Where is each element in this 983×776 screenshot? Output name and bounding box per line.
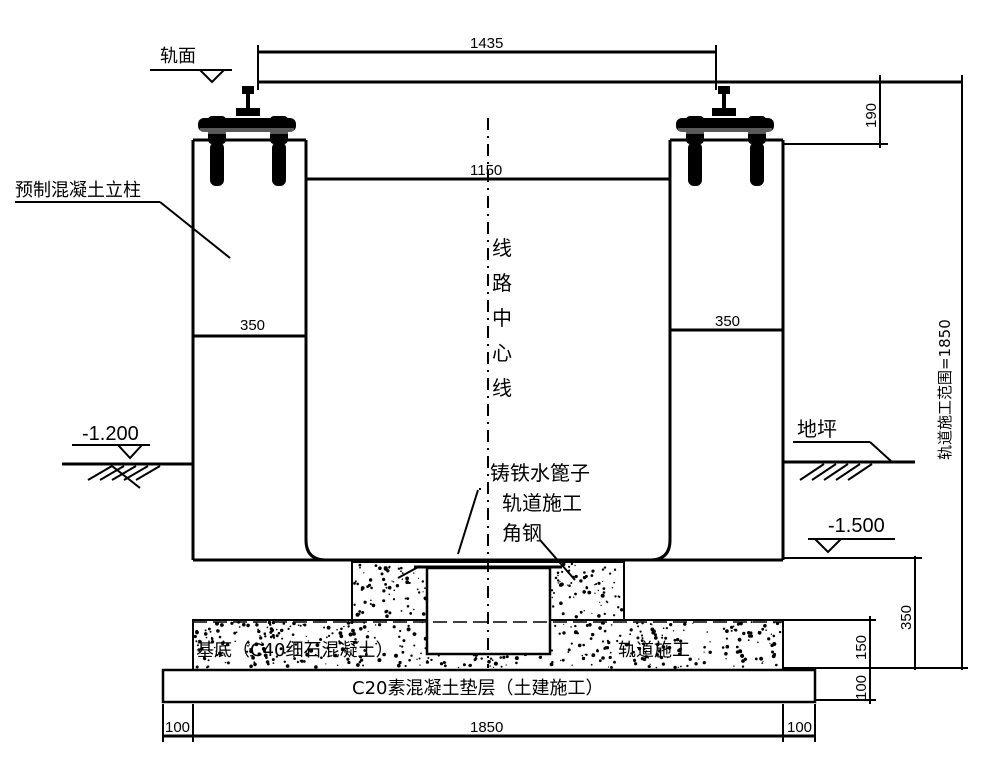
dim-col-left: 350 <box>240 317 265 334</box>
dim-edge-left: 100 <box>165 719 190 736</box>
precast-column-label: 预制混凝土立柱 <box>15 180 141 201</box>
dim-edge-right: 100 <box>787 719 812 736</box>
angle-steel-label: 角钢 <box>502 521 542 545</box>
dim-depth-right: 350 <box>898 605 915 630</box>
right-rail-assembly <box>676 86 774 186</box>
dim-gauge: 1435 <box>470 35 503 52</box>
svg-text:中: 中 <box>492 306 512 330</box>
rail-top-label: 轨面 <box>160 46 196 67</box>
ground-label: 地坪 <box>797 417 837 441</box>
svg-text:心: 心 <box>492 341 512 365</box>
cushion-layer <box>161 668 817 704</box>
dim-total-width: 1850 <box>470 719 503 736</box>
base-concrete-label: 基底（C40细石混凝土） <box>196 640 393 661</box>
dim-inner-width: 1150 <box>470 162 502 179</box>
svg-text:路: 路 <box>492 271 512 295</box>
drain-grate-label: 铸铁水篦子 <box>490 461 590 485</box>
left-rail-assembly <box>198 86 296 186</box>
dim-cushion-thickness: 100 <box>853 675 870 700</box>
elevation-right-label: -1.500 <box>828 515 885 537</box>
cushion-label: C20素混凝土垫层（土建施工） <box>352 678 603 699</box>
track-work-label: 轨道施工 <box>502 491 582 515</box>
ground-symbols <box>62 69 915 554</box>
dim-rail-height: 190 <box>863 103 880 128</box>
svg-text:线: 线 <box>492 236 512 260</box>
centerline-label: 线 路 中 心 线 <box>492 236 512 400</box>
track-work-base-label: 轨道施工 <box>618 640 690 661</box>
track-range-label: 轨道施工范围=1850 <box>936 319 954 460</box>
leader-lines <box>15 201 576 581</box>
elevation-left-label: -1.200 <box>82 423 139 445</box>
dim-col-right: 350 <box>715 313 740 330</box>
dimension-lines <box>150 45 968 742</box>
svg-text:线: 线 <box>492 376 512 400</box>
dim-base-thickness: 150 <box>853 635 870 660</box>
